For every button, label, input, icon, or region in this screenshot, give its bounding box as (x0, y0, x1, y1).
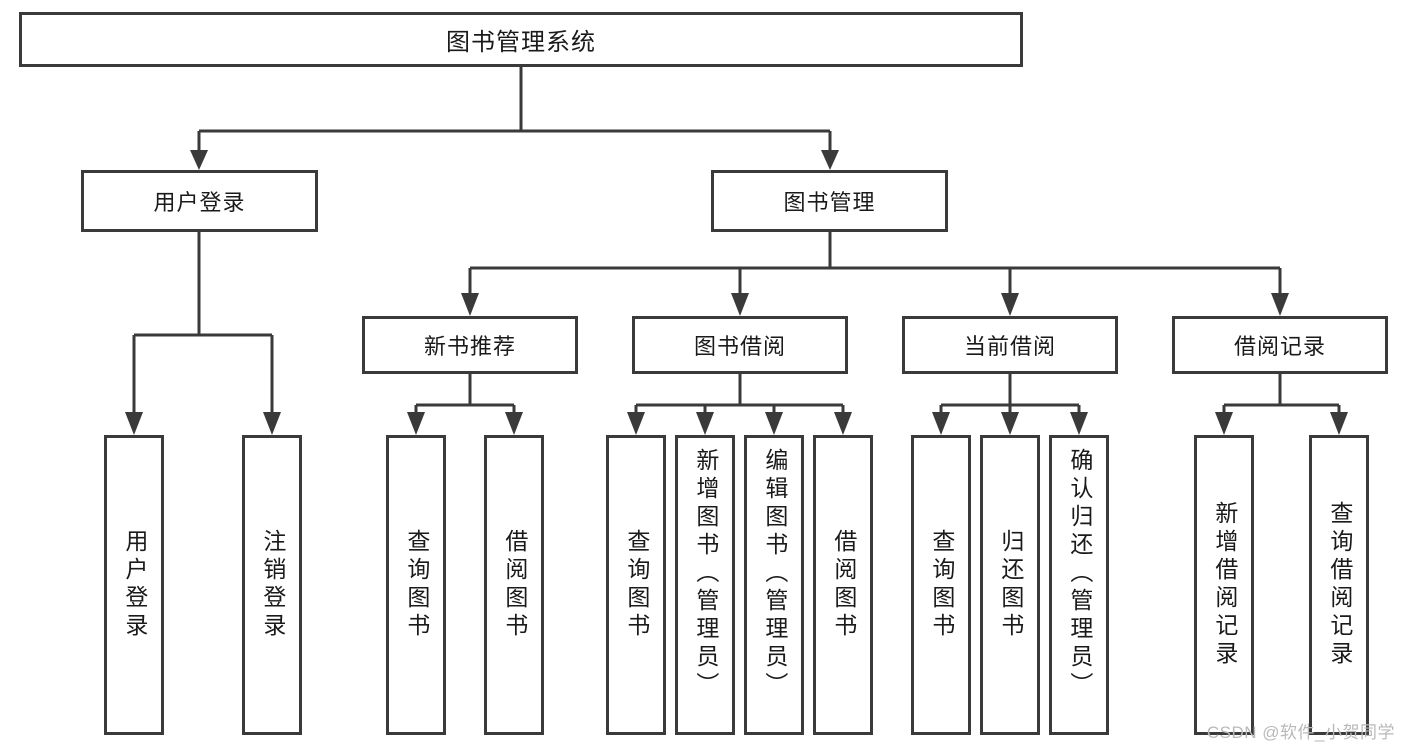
arrow-to-user-login (190, 150, 208, 170)
arrow-leaf-query-book-1 (407, 412, 425, 435)
node-root-label: 图书管理系统 (446, 29, 596, 56)
node-leaf-borrow-book-1[interactable]: 借阅图书 (484, 435, 544, 735)
node-leaf-user-logout-label: 注销登录 (259, 529, 286, 641)
node-user-login[interactable]: 用户登录 (81, 170, 318, 232)
node-leaf-borrow-book-2-label: 借阅图书 (830, 529, 857, 641)
arrow-leaf-add-record (1215, 412, 1233, 435)
node-leaf-borrow-book-2[interactable]: 借阅图书 (813, 435, 873, 735)
arrow-leaf-user-logout (263, 412, 281, 435)
arrow-leaf-confirm-return (1070, 412, 1088, 435)
arrow-leaf-borrow-book-2 (834, 412, 852, 435)
node-current-borrow[interactable]: 当前借阅 (902, 316, 1118, 374)
node-leaf-add-record[interactable]: 新增借阅记录 (1194, 435, 1254, 735)
arrow-to-book-borrow (731, 293, 749, 316)
node-leaf-query-record-label: 查询借阅记录 (1326, 501, 1353, 669)
node-leaf-query-book-2-label: 查询图书 (623, 529, 650, 641)
arrow-leaf-query-book-2 (627, 412, 645, 435)
node-book-borrow-label: 图书借阅 (693, 334, 786, 359)
node-root[interactable]: 图书管理系统 (19, 12, 1023, 67)
watermark: CSDN @软件_小贺同学 (1206, 723, 1395, 742)
node-leaf-return-book[interactable]: 归还图书 (980, 435, 1040, 735)
node-book-management[interactable]: 图书管理 (711, 170, 948, 232)
node-leaf-query-record[interactable]: 查询借阅记录 (1309, 435, 1369, 735)
node-leaf-query-book-1-label: 查询图书 (403, 529, 430, 641)
node-leaf-edit-book[interactable]: 编辑图书（管理员） (744, 435, 804, 735)
node-new-book-recommend-label: 新书推荐 (423, 334, 516, 359)
arrow-leaf-query-record (1330, 412, 1348, 435)
node-borrow-record-label: 借阅记录 (1233, 334, 1326, 359)
node-leaf-confirm-return-label: 确认归还（管理员） (1066, 448, 1093, 700)
node-borrow-record[interactable]: 借阅记录 (1172, 316, 1388, 374)
arrow-to-new-book-recommend (461, 293, 479, 316)
node-leaf-add-record-label: 新增借阅记录 (1211, 501, 1238, 669)
arrow-leaf-borrow-book-1 (505, 412, 523, 435)
node-leaf-borrow-book-1-label: 借阅图书 (501, 529, 528, 641)
arrow-leaf-query-book-3 (932, 412, 950, 435)
arrow-to-book-management (821, 150, 839, 170)
arrow-leaf-user-login (125, 412, 143, 435)
node-user-login-label: 用户登录 (153, 190, 246, 215)
node-leaf-query-book-3[interactable]: 查询图书 (911, 435, 971, 735)
arrow-leaf-edit-book (765, 412, 783, 435)
node-current-borrow-label: 当前借阅 (963, 334, 1056, 359)
arrow-leaf-add-book (696, 412, 714, 435)
node-leaf-user-logout[interactable]: 注销登录 (242, 435, 302, 735)
node-leaf-confirm-return[interactable]: 确认归还（管理员） (1049, 435, 1109, 735)
node-leaf-query-book-2[interactable]: 查询图书 (606, 435, 666, 735)
node-leaf-add-book-label: 新增图书（管理员） (692, 448, 719, 700)
arrow-leaf-return-book (1001, 412, 1019, 435)
arrow-to-current-borrow (1001, 293, 1019, 316)
node-leaf-user-login[interactable]: 用户登录 (104, 435, 164, 735)
node-leaf-add-book[interactable]: 新增图书（管理员） (675, 435, 735, 735)
node-leaf-query-book-1[interactable]: 查询图书 (386, 435, 446, 735)
arrow-to-borrow-record (1271, 293, 1289, 316)
node-leaf-user-login-label: 用户登录 (121, 529, 148, 641)
node-book-management-label: 图书管理 (783, 190, 876, 215)
node-book-borrow[interactable]: 图书借阅 (632, 316, 848, 374)
node-leaf-return-book-label: 归还图书 (997, 529, 1024, 641)
node-new-book-recommend[interactable]: 新书推荐 (362, 316, 578, 374)
node-leaf-query-book-3-label: 查询图书 (928, 529, 955, 641)
node-leaf-edit-book-label: 编辑图书（管理员） (761, 448, 788, 700)
